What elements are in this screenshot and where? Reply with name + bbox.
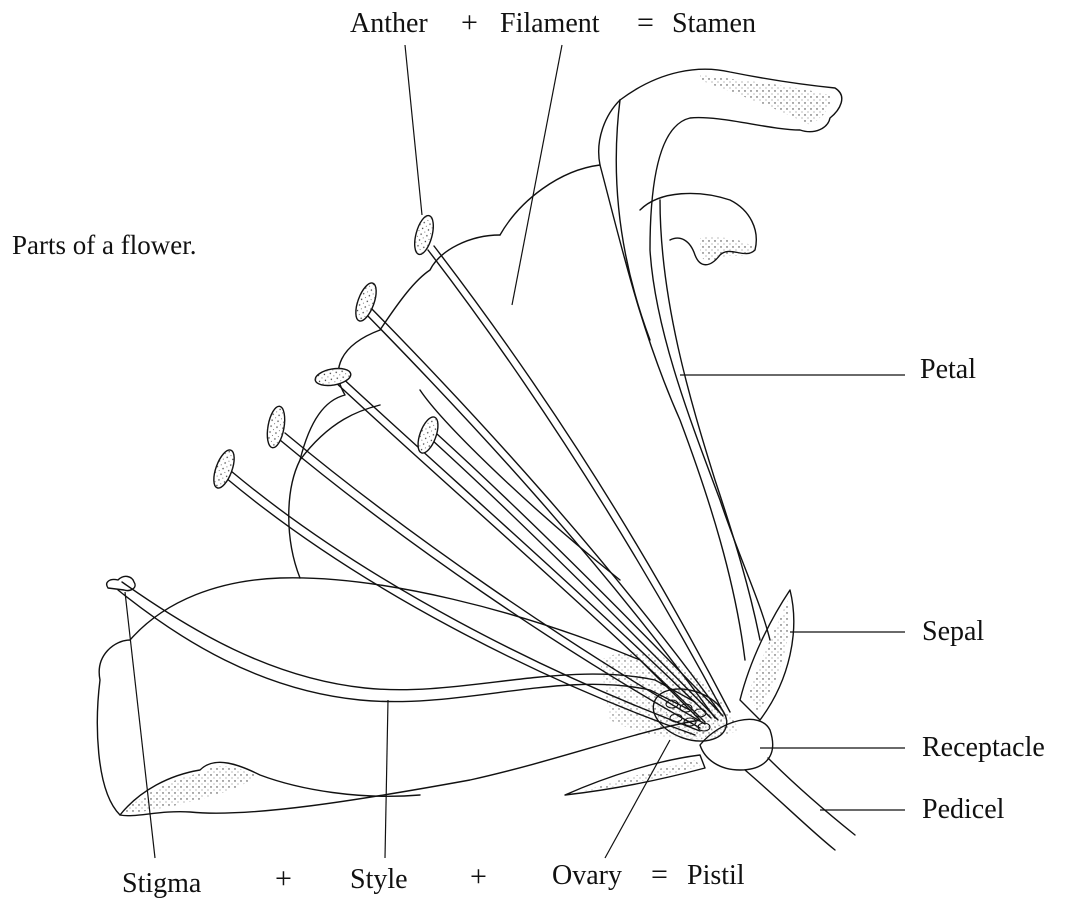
leader-stigma (125, 592, 155, 858)
upper-petal-shade (700, 75, 831, 125)
sepal-lower (565, 755, 705, 795)
petal-fold-4 (500, 100, 620, 235)
lower-petal-shade (122, 766, 258, 812)
label-pistil: Pistil (687, 862, 745, 890)
petal-inner-fold (420, 390, 620, 580)
upper-petal-inner (660, 200, 760, 640)
plus-sign: + (461, 8, 478, 38)
equals-sign-2: = (651, 860, 668, 890)
petal-fold-1 (289, 405, 380, 578)
equals-sign: = (637, 8, 654, 38)
upper-petal (620, 69, 842, 640)
leader-style (385, 700, 388, 858)
petal-fold-3 (380, 235, 500, 330)
sepal-lower-shade (580, 760, 700, 792)
base-shading (600, 652, 740, 739)
side-petal-shade (700, 237, 755, 261)
label-receptacle: Receptacle (922, 734, 1045, 762)
plus-sign-2: + (470, 862, 487, 892)
label-anther: Anther (350, 10, 428, 38)
label-stamen: Stamen (672, 10, 756, 38)
diagram-caption: Parts of a flower. (12, 232, 196, 259)
petal-fold-2 (300, 330, 380, 460)
label-petal: Petal (920, 356, 976, 384)
anthers (210, 214, 442, 491)
label-sepal: Sepal (922, 618, 984, 646)
pedicel-2 (768, 758, 855, 835)
label-filament: Filament (500, 10, 600, 38)
label-style: Style (350, 866, 408, 894)
leader-filament (512, 45, 562, 305)
leader-lines (125, 45, 905, 858)
label-ovary: Ovary (552, 862, 622, 890)
label-stigma: Stigma (122, 870, 201, 898)
right-petal-2 (616, 100, 650, 340)
filament-2 (362, 310, 715, 718)
anther-shading (210, 214, 442, 491)
label-pedicel: Pedicel (922, 796, 1004, 824)
leader-anther (405, 45, 422, 215)
plus-sign-1: + (275, 864, 292, 894)
leader-ovary (605, 740, 670, 858)
